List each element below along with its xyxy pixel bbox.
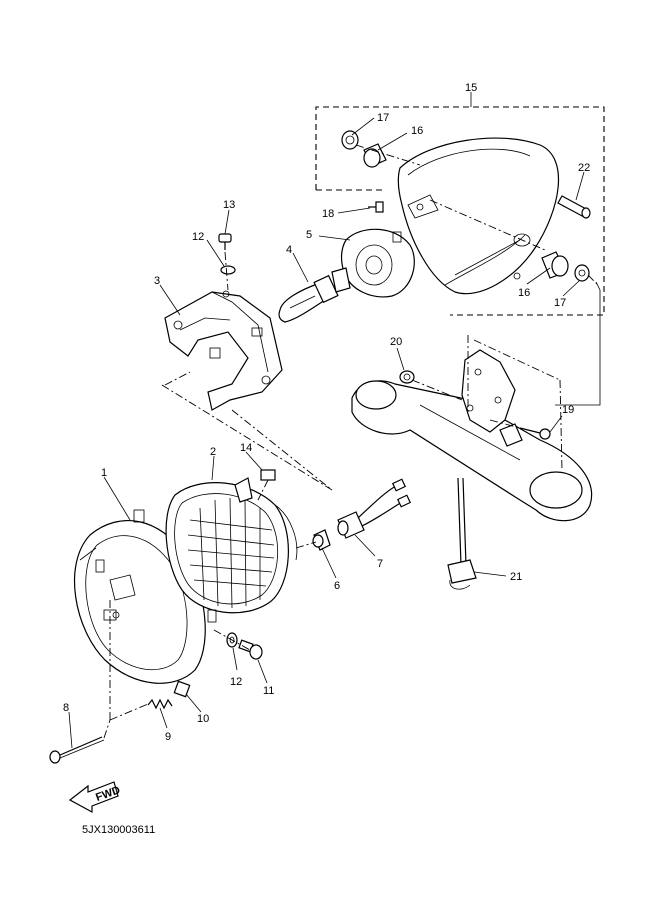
callout-labels: 15 17 16 22 18 13 12 5 4 3 16 17 20 19 2… — [63, 82, 590, 743]
fwd-arrow-icon: FWD — [68, 781, 122, 814]
callout-2: 2 — [210, 446, 216, 458]
collar-16-top — [363, 143, 387, 168]
headlight-housing — [397, 137, 560, 295]
headlight-bracket-3 — [164, 290, 283, 411]
nut-10 — [173, 680, 191, 698]
callout-15: 15 — [465, 82, 477, 94]
upper-bracket — [351, 349, 593, 522]
screw-8 — [49, 736, 105, 764]
fwd-label: FWD — [94, 784, 122, 804]
bulb-socket-7 — [337, 478, 412, 539]
callout-9: 9 — [165, 731, 171, 743]
callout-16-top: 16 — [411, 125, 423, 137]
nut-20 — [399, 370, 415, 384]
screw-13 — [218, 233, 232, 250]
callout-20: 20 — [390, 336, 402, 348]
headlight-lens-unit-2 — [165, 477, 298, 623]
cable-tie-21 — [447, 477, 477, 590]
callout-8: 8 — [63, 702, 69, 714]
callout-17-top: 17 — [377, 112, 389, 124]
bolt-19 — [519, 427, 551, 440]
callout-14: 14 — [240, 442, 252, 454]
position-bulb-6 — [312, 529, 331, 551]
pin-22 — [557, 195, 591, 219]
leader-lines — [68, 92, 585, 749]
spring-9 — [147, 698, 173, 710]
bulb-socket-5 — [340, 228, 415, 298]
callout-1: 1 — [101, 467, 107, 479]
callout-13: 13 — [223, 199, 235, 211]
callout-21: 21 — [510, 571, 522, 583]
nut-14 — [260, 469, 276, 481]
callout-10: 10 — [197, 713, 209, 725]
screw-11 — [238, 639, 263, 660]
callout-18: 18 — [322, 208, 334, 220]
callout-6: 6 — [334, 580, 340, 592]
callout-11: 11 — [263, 685, 274, 697]
callout-16-bottom: 16 — [518, 287, 530, 299]
diagram-code: 5JX130003611 — [82, 824, 156, 836]
assembly-15-boundary — [315, 106, 605, 316]
washer-12-top — [220, 265, 236, 275]
callout-3: 3 — [154, 275, 160, 287]
callout-5: 5 — [306, 229, 312, 241]
headlight-bulb-4 — [278, 267, 351, 323]
rubber-bushing-17-top — [341, 130, 359, 150]
callout-12-bottom: 12 — [230, 676, 242, 688]
rubber-bushing-17-bottom — [574, 264, 590, 282]
lens-grid — [187, 497, 275, 609]
callout-22: 22 — [578, 162, 590, 174]
callout-19: 19 — [562, 404, 574, 416]
callout-12-top: 12 — [192, 231, 204, 243]
callout-7: 7 — [377, 558, 383, 570]
callout-17-bottom: 17 — [554, 297, 566, 309]
screw-18 — [368, 201, 384, 213]
collar-16-bottom — [541, 251, 569, 279]
callout-4: 4 — [286, 244, 292, 256]
